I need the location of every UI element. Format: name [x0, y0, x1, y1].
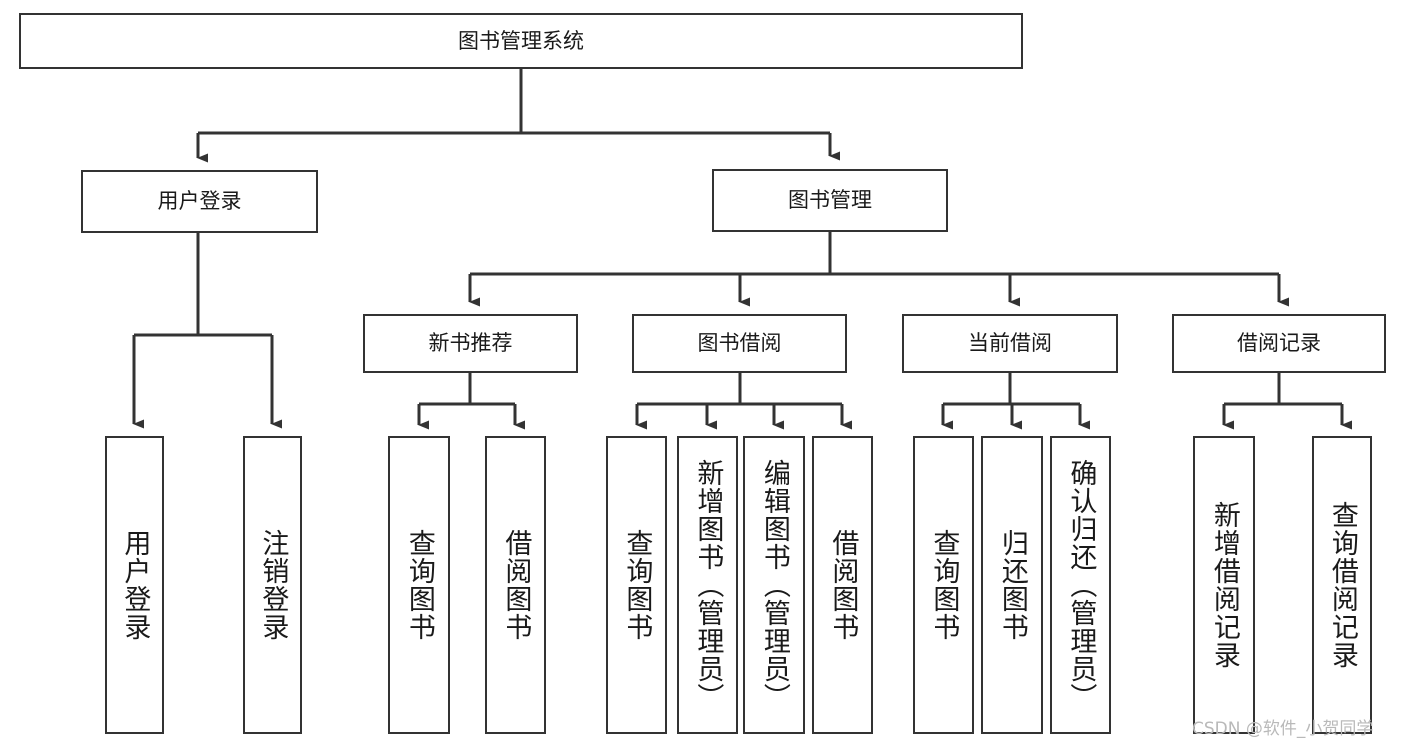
node-leaf-query-book-2-label: 查询图书 — [621, 529, 653, 641]
node-root[interactable]: 图书管理系统 — [19, 13, 1023, 69]
node-leaf-add-book-label: 新增图书（管理员） — [692, 459, 724, 711]
node-leaf-edit-book-label: 编辑图书（管理员） — [758, 459, 790, 711]
node-new-book-rec[interactable]: 新书推荐 — [363, 314, 578, 373]
node-current-borrow-label: 当前借阅 — [968, 331, 1052, 356]
node-leaf-return-book-label: 归还图书 — [996, 529, 1028, 641]
node-current-borrow[interactable]: 当前借阅 — [902, 314, 1118, 373]
node-leaf-logout-label: 注销登录 — [257, 529, 289, 641]
node-user-login[interactable]: 用户登录 — [81, 170, 318, 233]
node-leaf-borrow-book-2-label: 借阅图书 — [827, 529, 859, 641]
node-book-manage[interactable]: 图书管理 — [712, 169, 948, 232]
node-book-manage-label: 图书管理 — [788, 188, 872, 213]
node-leaf-edit-book[interactable]: 编辑图书（管理员） — [743, 436, 805, 734]
node-book-borrow[interactable]: 图书借阅 — [632, 314, 847, 373]
node-leaf-query-record[interactable]: 查询借阅记录 — [1312, 436, 1372, 734]
node-leaf-query-book-1-label: 查询图书 — [403, 529, 435, 641]
node-user-login-label: 用户登录 — [157, 189, 242, 214]
node-leaf-confirm-return-label: 确认归还（管理员） — [1065, 459, 1097, 711]
node-leaf-user-login[interactable]: 用户登录 — [105, 436, 164, 734]
node-leaf-query-book-1[interactable]: 查询图书 — [388, 436, 450, 734]
node-leaf-add-record-label: 新增借阅记录 — [1208, 501, 1240, 669]
node-leaf-logout[interactable]: 注销登录 — [243, 436, 302, 734]
node-leaf-borrow-book-1-label: 借阅图书 — [500, 529, 532, 641]
node-leaf-return-book[interactable]: 归还图书 — [981, 436, 1043, 734]
node-new-book-rec-label: 新书推荐 — [428, 331, 513, 356]
node-leaf-user-login-label: 用户登录 — [119, 529, 151, 641]
node-book-borrow-label: 图书借阅 — [697, 331, 782, 356]
node-borrow-record[interactable]: 借阅记录 — [1172, 314, 1386, 373]
node-leaf-borrow-book-2[interactable]: 借阅图书 — [812, 436, 873, 734]
node-leaf-query-book-2[interactable]: 查询图书 — [606, 436, 667, 734]
node-leaf-borrow-book-1[interactable]: 借阅图书 — [485, 436, 546, 734]
node-root-label: 图书管理系统 — [458, 28, 584, 53]
csdn-watermark: CSDN @软件_小贺同学 — [1192, 719, 1374, 739]
node-leaf-add-record[interactable]: 新增借阅记录 — [1193, 436, 1255, 734]
node-leaf-query-book-3[interactable]: 查询图书 — [913, 436, 974, 734]
node-leaf-confirm-return[interactable]: 确认归还（管理员） — [1050, 436, 1111, 734]
node-leaf-add-book[interactable]: 新增图书（管理员） — [677, 436, 738, 734]
node-leaf-query-book-3-label: 查询图书 — [928, 529, 960, 641]
node-leaf-query-record-label: 查询借阅记录 — [1326, 501, 1358, 669]
node-borrow-record-label: 借阅记录 — [1237, 331, 1321, 356]
